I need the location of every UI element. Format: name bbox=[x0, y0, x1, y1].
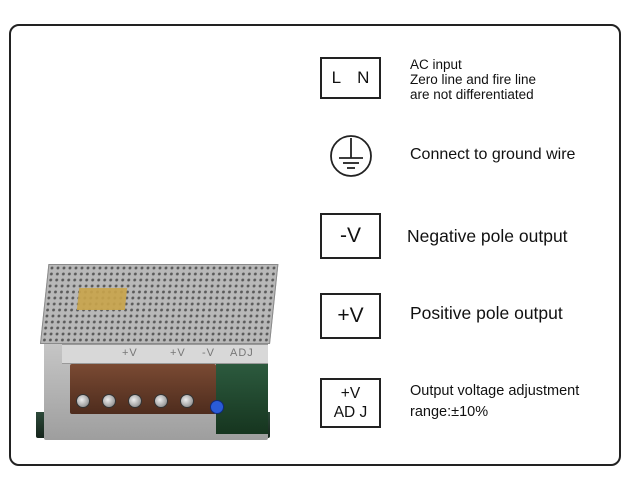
live-symbol: L bbox=[331, 68, 342, 87]
ac-input-line: Zero line and fire line bbox=[410, 72, 537, 87]
adjust-line: Output voltage adjustment bbox=[410, 383, 580, 399]
strip-label: +V bbox=[122, 347, 138, 359]
circuit-board bbox=[216, 364, 268, 434]
strip-label: ADJ bbox=[230, 347, 254, 359]
adjust-symbol-box: +V AD J bbox=[320, 378, 381, 428]
neutral-symbol: N bbox=[357, 68, 370, 87]
adjust-potentiometer bbox=[210, 400, 224, 414]
screw-icon bbox=[102, 394, 116, 408]
ac-input-description: AC input Zero line and fire line are not… bbox=[410, 57, 536, 102]
ground-symbol-icon bbox=[330, 135, 372, 177]
psu-label-sticker bbox=[76, 288, 128, 310]
screw-icon bbox=[128, 394, 142, 408]
psu-perforated-cover bbox=[40, 264, 279, 344]
positive-symbol-box: +V bbox=[320, 293, 381, 339]
terminal-marking-strip: +V +V -V ADJ bbox=[62, 344, 268, 364]
strip-label: +V bbox=[170, 347, 186, 359]
positive-description: Positive pole output bbox=[410, 303, 563, 323]
negative-description: Negative pole output bbox=[407, 226, 568, 246]
negative-symbol-box: -V bbox=[320, 213, 381, 259]
strip-label: -V bbox=[202, 347, 215, 359]
screw-icon bbox=[76, 394, 90, 408]
power-supply-photo: +V +V -V ADJ bbox=[36, 262, 279, 446]
ac-input-line: are not differentiated bbox=[410, 87, 534, 102]
ln-symbol-box: L N bbox=[320, 57, 381, 99]
screw-icon bbox=[180, 394, 194, 408]
ac-input-line: AC input bbox=[410, 57, 462, 72]
adjust-line: range:±10% bbox=[410, 404, 489, 420]
adjust-description: Output voltage adjustment range:±10% bbox=[410, 381, 579, 423]
terminal-block bbox=[70, 364, 216, 414]
adjust-symbol-line: +V bbox=[340, 385, 361, 402]
ground-description: Connect to ground wire bbox=[410, 146, 576, 163]
screw-icon bbox=[154, 394, 168, 408]
adjust-symbol-line: AD J bbox=[333, 404, 368, 421]
